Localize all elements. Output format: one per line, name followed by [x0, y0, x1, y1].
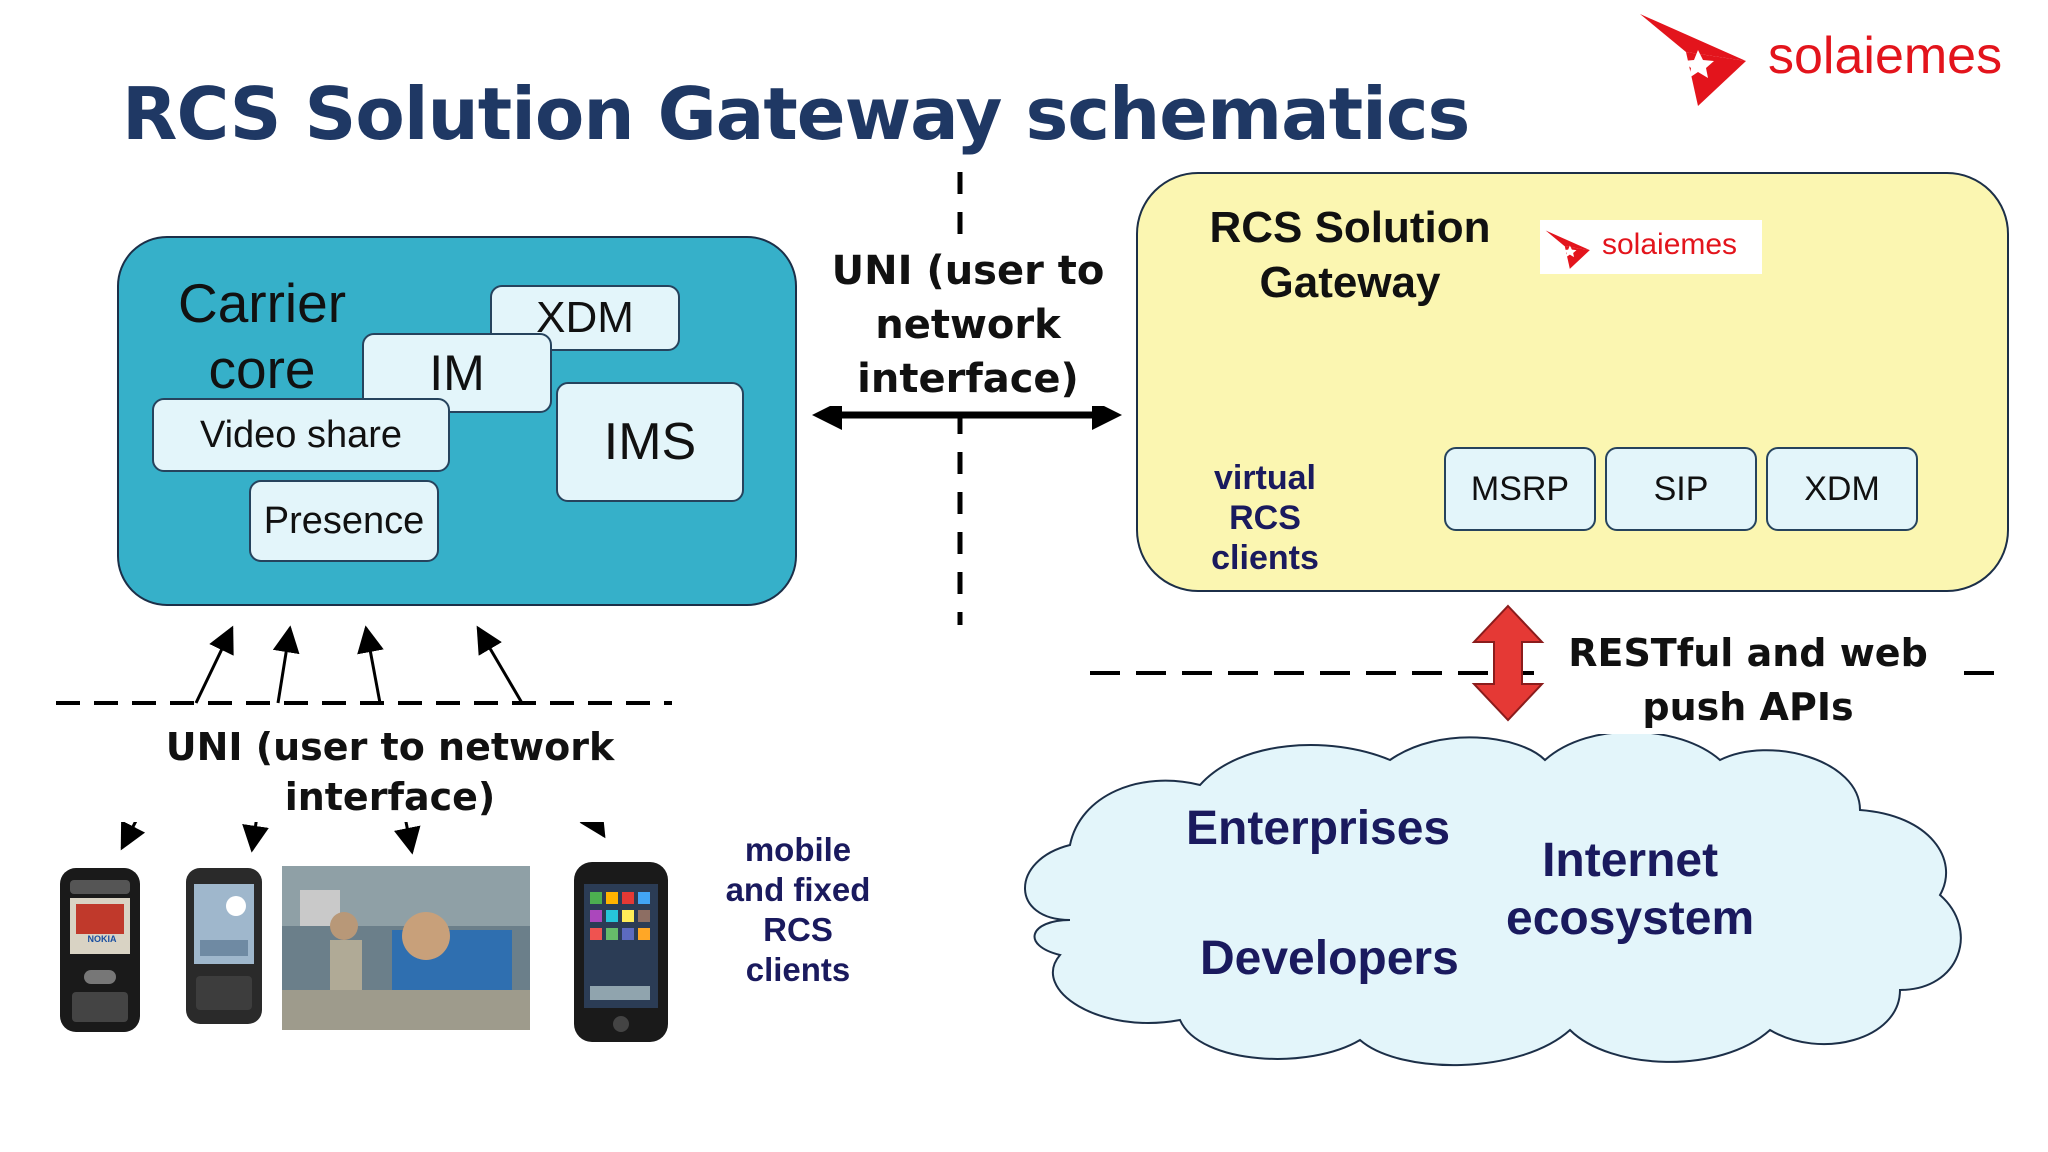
uni-center-label: UNI (user to network interface) — [830, 244, 1106, 406]
carrier-core-label: Carrier core — [172, 270, 352, 402]
protocol-sip: SIP — [1605, 447, 1757, 531]
gateway-title-line1: RCS Solution — [1209, 203, 1491, 252]
cloud-internet-line1: Internet — [1542, 834, 1719, 887]
cloud-internet-line2: ecosystem — [1506, 892, 1755, 945]
nokia-brand-text: NOKIA — [87, 934, 117, 944]
component-ims: IMS — [556, 382, 744, 502]
solaiemes-logo-icon — [1640, 14, 1746, 106]
clients-label-line3: RCS — [763, 911, 833, 948]
clients-label: mobile and fixed RCS clients — [708, 830, 888, 990]
uni-center-line1: UNI (user to — [831, 248, 1105, 294]
video-call-photo — [282, 866, 530, 1030]
carrier-label-line1: Carrier — [177, 272, 347, 334]
apis-label-line1: RESTful and web — [1568, 631, 1928, 675]
gateway-brand-name: solaiemes — [1602, 228, 1738, 261]
android-phone-icon — [186, 868, 262, 1024]
double-arrow-icon — [812, 400, 1122, 430]
apis-label: RESTful and web push APIs — [1548, 626, 1948, 734]
gateway-title: RCS Solution Gateway — [1180, 200, 1520, 310]
red-double-arrow-icon — [1471, 604, 1545, 722]
cloud-enterprises: Enterprises — [1186, 802, 1451, 855]
clients-label-line4: clients — [745, 951, 851, 988]
gateway-title-line2: Gateway — [1259, 258, 1441, 307]
component-presence: Presence — [249, 480, 439, 562]
gateway-brand-logo: solaiemes — [1540, 220, 1762, 274]
solaiemes-logo-icon — [1545, 230, 1590, 269]
iphone-icon — [574, 862, 668, 1042]
virtual-clients-label: virtual RCS clients — [1190, 458, 1340, 578]
uni-up-arrows — [194, 625, 524, 704]
carrier-label-line2: core — [208, 338, 316, 400]
clients-label-line1: mobile — [744, 831, 852, 868]
cloud-developers: Developers — [1200, 932, 1459, 985]
virtual-line1: virtual — [1213, 459, 1317, 497]
uni-center-line3: interface) — [857, 356, 1079, 402]
clients-label-line2: and fixed — [725, 871, 871, 908]
cloud-internet-ecosystem: Internet ecosystem — [1506, 832, 1754, 948]
brand-name: solaiemes — [1768, 27, 2003, 85]
page-title: RCS Solution Gateway schematics — [122, 72, 1470, 156]
uni-center-line2: network — [875, 302, 1061, 348]
nokia-phone-icon — [60, 868, 140, 1032]
apis-label-line2: push APIs — [1642, 685, 1854, 729]
protocol-msrp: MSRP — [1444, 447, 1596, 531]
component-video-share: Video share — [152, 398, 450, 472]
brand-logo: solaiemes — [1636, 6, 2036, 106]
uni-bottom-label: UNI (user to network interface) — [80, 722, 700, 822]
virtual-line2: RCS — [1229, 499, 1301, 537]
cloud-shape — [1024, 730, 1962, 1067]
protocol-xdm: XDM — [1766, 447, 1918, 531]
virtual-line3: clients — [1211, 539, 1319, 577]
